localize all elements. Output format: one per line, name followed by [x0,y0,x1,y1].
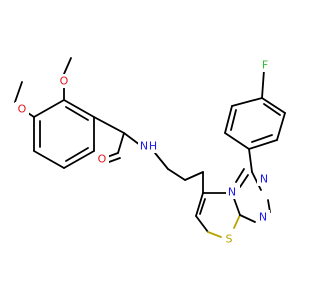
svg-text:N: N [259,211,267,224]
svg-text:H: H [149,140,157,153]
atom-label-n-bridge: N [226,185,240,199]
svg-text:O: O [98,153,107,166]
svg-text:N: N [228,186,236,199]
svg-text:O: O [60,75,69,88]
atom-label-n-amide: N H [138,139,160,153]
thiazole-ring [195,171,241,238]
svg-text:N: N [260,173,268,186]
svg-text:F: F [262,59,268,72]
svg-text:O: O [18,103,27,116]
acetamide-chain [93,116,204,181]
atom-label-o-carbonyl: O [95,152,109,166]
atom-label-o-methoxy-left: O [15,102,29,116]
atom-label-f-fluoro: F [258,58,272,72]
molecule-structure-diagram: O O O N H N N N S F [14,57,286,246]
atom-label-n-triazole-lower: N [256,210,270,224]
svg-text:N: N [140,140,148,153]
fluorophenyl-ring [224,69,286,173]
methoxy-top [63,57,72,101]
atom-label-n-triazole-upper: N [257,172,271,186]
molecule-svg: O O O N H N N N S F [14,57,286,246]
atom-label-o-methoxy-top: O [57,74,71,88]
dimethoxyphenyl-ring [33,99,95,169]
atom-label-s-thiazole: S [222,232,236,246]
svg-text:S: S [226,233,233,246]
